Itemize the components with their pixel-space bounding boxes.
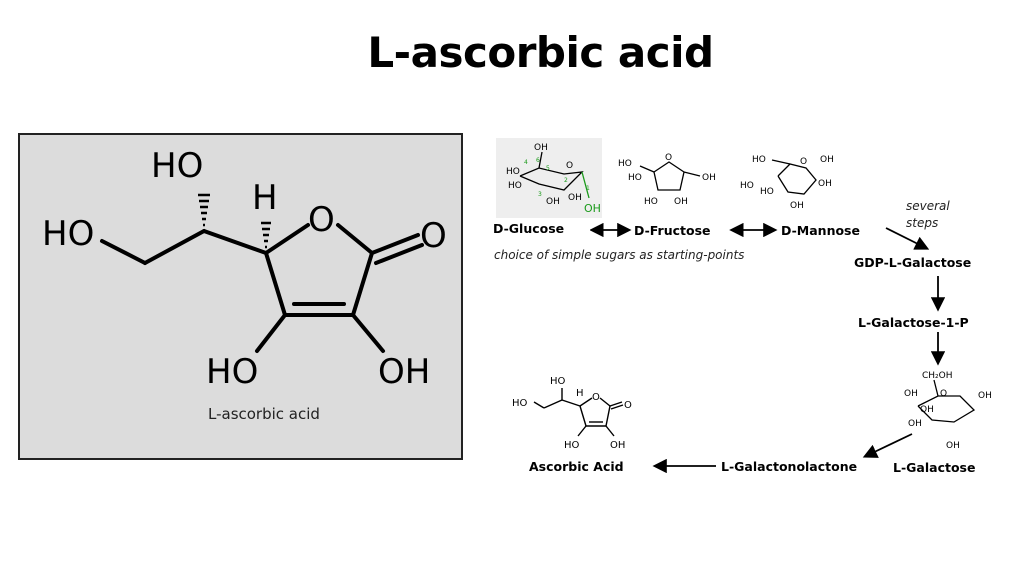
label-l-galactonolactone: L-Galactonolactone (721, 459, 858, 474)
svg-text:OH: OH (702, 173, 716, 183)
svg-text:OH: OH (978, 391, 992, 401)
svg-text:H: H (576, 388, 584, 399)
svg-text:OH: OH (920, 405, 934, 415)
svg-text:OH: OH (820, 155, 834, 165)
d-fructose-structure: O HO HO OH HO OH (618, 153, 716, 207)
svg-text:5: 5 (546, 165, 550, 172)
svg-text:4: 4 (524, 159, 528, 166)
svg-text:OH: OH (904, 389, 918, 399)
svg-text:HO: HO (550, 376, 566, 387)
several-steps-line1: several (906, 199, 950, 213)
label-l-galactose-1-p: L-Galactose-1-P (858, 315, 969, 330)
svg-text:OH: OH (534, 143, 548, 153)
sugars-caption: choice of simple sugars as starting-poin… (494, 248, 745, 262)
label-gdp-l-galactose: GDP-L-Galactose (854, 255, 972, 270)
svg-text:HO: HO (512, 398, 528, 409)
panel-caption: L-ascorbic acid (208, 405, 320, 423)
svg-text:OH: OH (790, 201, 804, 211)
svg-text:HO: HO (508, 181, 522, 191)
svg-text:OH: OH (908, 419, 922, 429)
svg-text:OH: OH (674, 197, 688, 207)
svg-text:1: 1 (586, 185, 590, 192)
several-steps-line2: steps (906, 216, 939, 230)
svg-text:OH: OH (584, 202, 601, 215)
main-structure-panel: HO HO H O O HO OH L-ascorbic acid (18, 133, 463, 460)
label-ascorbic-acid: Ascorbic Acid (529, 459, 624, 474)
svg-text:HO: HO (752, 155, 766, 165)
svg-text:HO: HO (740, 181, 754, 191)
svg-text:6: 6 (536, 157, 540, 164)
atom-o-ring: O (308, 200, 335, 240)
svg-text:3: 3 (538, 191, 542, 198)
atom-h: H (252, 178, 278, 218)
atom-ho-bottom-left: HO (206, 352, 258, 392)
d-glucose-structure: OH HO HO OH OH O OH 1 2 3 4 5 6 (506, 143, 601, 215)
svg-text:CH₂OH: CH₂OH (922, 371, 953, 381)
d-mannose-structure: O HO OH OH HO HO OH (740, 155, 834, 211)
small-ascorbic-acid-structure: HO HO H O O HO OH (512, 376, 632, 451)
svg-text:OH: OH (568, 193, 582, 203)
svg-text:HO: HO (628, 173, 642, 183)
svg-text:OH: OH (818, 179, 832, 189)
svg-text:OH: OH (946, 441, 960, 451)
label-d-glucose: D-Glucose (493, 221, 565, 236)
pathway-arrows (590, 222, 946, 474)
svg-text:2: 2 (564, 177, 568, 184)
atom-oh-bottom-right: OH (378, 352, 430, 392)
svg-text:O: O (665, 153, 672, 163)
svg-text:OH: OH (546, 197, 560, 207)
page-title: L-ascorbic acid (367, 28, 714, 77)
svg-text:O: O (592, 392, 600, 403)
svg-text:HO: HO (644, 197, 658, 207)
label-l-galactose: L-Galactose (893, 460, 976, 475)
glucose-highlight (496, 138, 602, 218)
l-galactose-structure: CH₂OH OH O OH OH OH OH (904, 371, 992, 451)
label-d-mannose: D-Mannose (781, 223, 860, 238)
svg-text:HO: HO (760, 187, 774, 197)
svg-text:O: O (566, 161, 573, 171)
label-d-fructose: D-Fructose (634, 223, 711, 238)
svg-text:O: O (940, 389, 947, 399)
svg-text:O: O (624, 400, 632, 411)
svg-text:HO: HO (618, 159, 632, 169)
svg-text:O: O (800, 157, 807, 167)
ascorbic-acid-structure: HO HO H O O HO OH (42, 146, 447, 392)
svg-text:OH: OH (610, 440, 625, 451)
svg-text:HO: HO (564, 440, 580, 451)
atom-o-carbonyl: O (420, 216, 447, 256)
svg-text:HO: HO (506, 167, 520, 177)
atom-ho-left: HO (42, 214, 94, 254)
atom-ho-top: HO (151, 146, 203, 186)
